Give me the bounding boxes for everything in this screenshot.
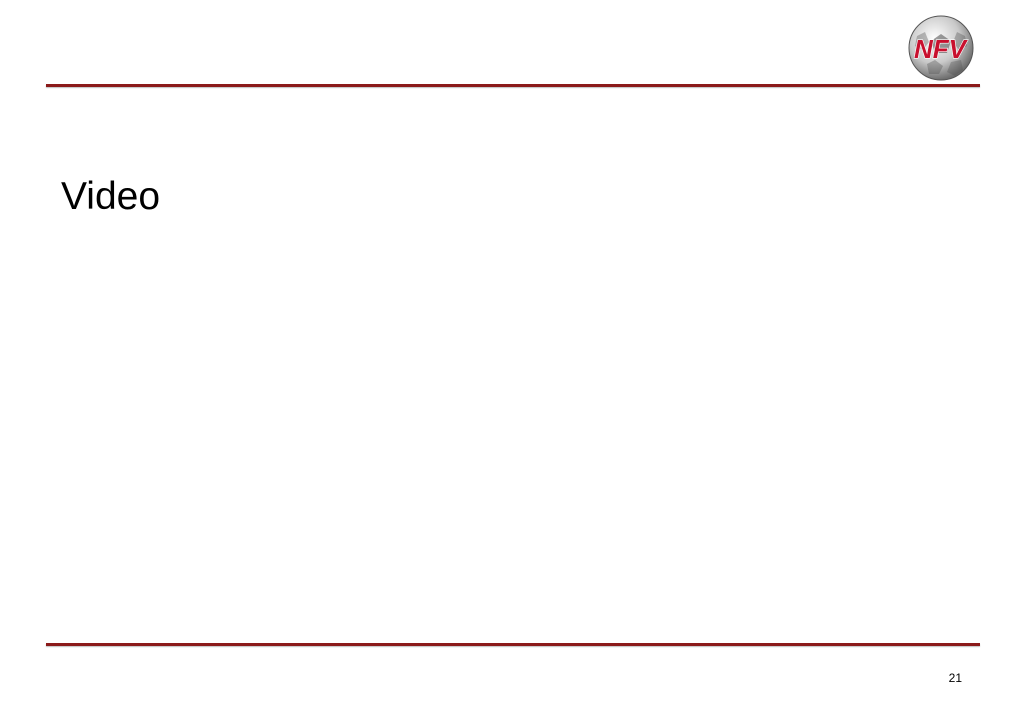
page-number: 21 (948, 671, 962, 685)
logo-text: NFV (914, 34, 969, 64)
header-rule (46, 84, 980, 87)
slide-title: Video (61, 175, 161, 218)
footer-rule (46, 643, 980, 646)
nfv-logo: NFV (903, 14, 977, 82)
soccer-ball-icon: NFV (908, 15, 974, 81)
